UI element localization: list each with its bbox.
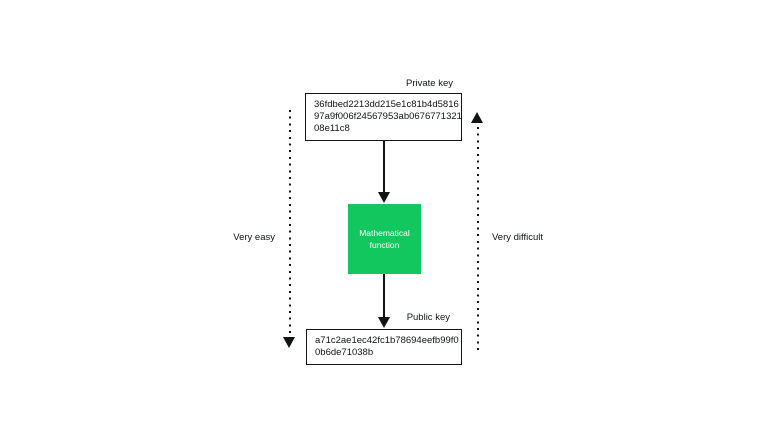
arrowhead-down-icon — [283, 337, 295, 348]
arrowhead-down-icon — [378, 317, 390, 328]
public-key-value-line-2: 0b6de71038b — [315, 347, 374, 358]
arrow-function-to-public-shaft — [383, 274, 385, 318]
function-label-line-1: Mathematical — [359, 228, 410, 238]
private-key-value-line-3: 08e11c8 — [314, 123, 350, 134]
arrowhead-up-icon — [471, 112, 483, 123]
arrowhead-down-icon — [378, 192, 390, 203]
mathematical-function-box: Mathematical function — [348, 204, 421, 274]
private-key-value-line-2: 97a9f006f24567953ab0676771321 — [314, 111, 462, 122]
private-key-box: 36fdbed2213dd215e1c81b4d5816 97a9f006f24… — [305, 93, 462, 141]
private-key-label: Private key — [406, 78, 453, 89]
arrow-private-to-function-shaft — [383, 141, 385, 193]
very-difficult-annotation: Very difficult — [492, 232, 544, 243]
public-key-value-line-1: a71c2ae1ec42fc1b78694eefb99f0 — [315, 335, 459, 346]
very-easy-annotation: Very easy — [233, 232, 275, 243]
public-key-label: Public key — [406, 312, 450, 323]
function-label-line-2: function — [369, 240, 400, 250]
private-key-value-line-1: 36fdbed2213dd215e1c81b4d5816 — [314, 99, 459, 110]
easy-direction-dotted-line — [289, 110, 291, 336]
difficult-direction-dotted-line — [477, 127, 479, 351]
public-key-box: a71c2ae1ec42fc1b78694eefb99f0 0b6de71038… — [306, 329, 462, 365]
